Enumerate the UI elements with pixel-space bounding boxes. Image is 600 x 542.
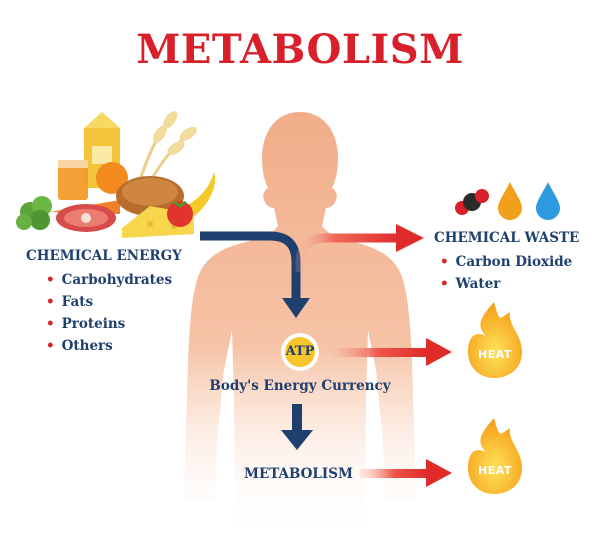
waste-output-arrow: [295, 224, 424, 272]
food-pile-illustration: [16, 111, 216, 238]
heat-label: HEAT: [478, 464, 512, 477]
water-drop-orange-icon: [498, 182, 522, 220]
list-item: •Carbon Dioxide: [440, 254, 573, 270]
list-item: •Others: [46, 338, 113, 354]
atp-caption: Body's Energy Currency: [209, 378, 391, 394]
human-silhouette: [184, 112, 416, 540]
water-drop-blue-icon: [536, 182, 560, 220]
bullet-icon: •: [46, 316, 55, 332]
heat-flame-icon: [468, 302, 522, 378]
page-title: METABOLISM: [136, 26, 464, 73]
bullet-icon: •: [46, 338, 55, 354]
bullet-icon: •: [46, 294, 55, 310]
bullet-icon: •: [440, 254, 449, 270]
heat-flame-icon: [468, 418, 522, 494]
metabolism-heat-arrow: [360, 459, 452, 487]
atp-to-metabolism-arrow: [281, 404, 313, 450]
atp-heat-arrow: [330, 338, 452, 366]
list-item: •Water: [440, 276, 501, 292]
list-item: •Fats: [46, 294, 94, 310]
metabolism-label: METABOLISM: [244, 466, 353, 482]
atp-badge: [281, 333, 319, 371]
list-item: •Carbohydrates: [46, 272, 173, 288]
carbon-dioxide-molecule: [455, 189, 489, 215]
atp-label: ATP: [285, 344, 315, 359]
chemical-energy-heading: CHEMICAL ENERGY: [26, 248, 182, 264]
list-item: •Proteins: [46, 316, 126, 332]
bullet-icon: •: [46, 272, 55, 288]
heat-label: HEAT: [478, 348, 512, 361]
chemical-waste-heading: CHEMICAL WASTE: [434, 230, 580, 246]
bullet-icon: •: [440, 276, 449, 292]
